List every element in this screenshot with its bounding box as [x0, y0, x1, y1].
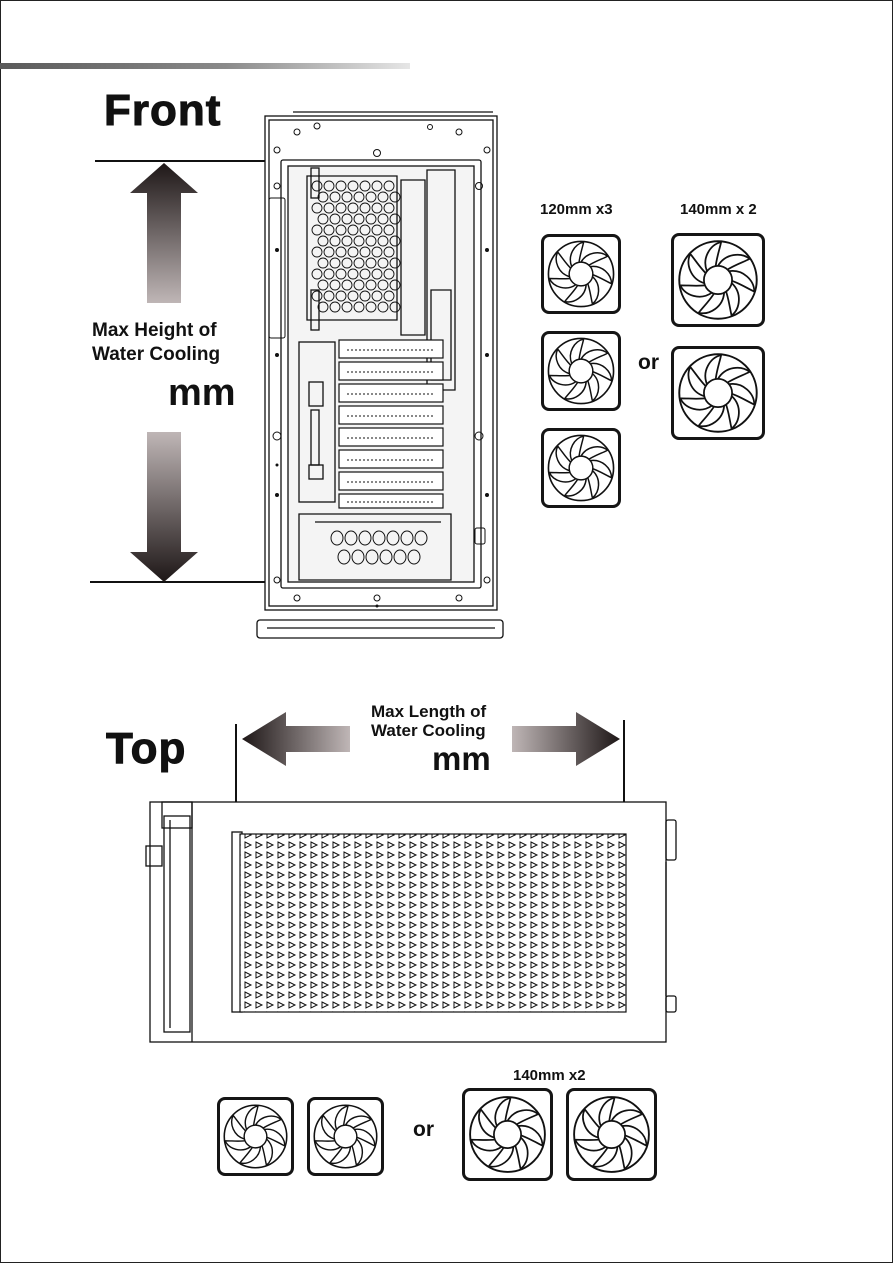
length-right-guide-line [623, 720, 625, 802]
top-section-title: Top [105, 724, 187, 774]
fan-icon [671, 233, 765, 327]
front-section-title: Front [103, 86, 222, 136]
arrow-left-icon [242, 712, 350, 766]
fan-icon [307, 1097, 384, 1176]
or-label-top: or [413, 1118, 434, 1141]
fan-icon [541, 428, 621, 508]
top-fan-option-140mm-label: 140mm x2 [513, 1067, 586, 1084]
height-label-line2: Water Cooling [92, 344, 221, 365]
length-label-line1: Max Length of [371, 702, 487, 721]
length-unit: mm [432, 740, 491, 777]
height-label-line1: Max Height of [92, 320, 217, 341]
or-label-front: or [638, 351, 659, 374]
fan-icon [541, 234, 621, 314]
arrow-down-icon [130, 432, 198, 582]
fan-icon [462, 1088, 553, 1181]
pc-case-top-view-icon [145, 801, 677, 1043]
fan-option-140mm-label: 140mm x 2 [680, 201, 757, 218]
height-bottom-guide-line [90, 581, 265, 583]
arrow-up-icon [130, 163, 198, 303]
fan-icon [671, 346, 765, 440]
fan-option-120mm-label: 120mm x3 [540, 201, 613, 218]
length-left-guide-line [235, 724, 237, 802]
fan-icon [541, 331, 621, 411]
pc-case-side-view-icon [256, 111, 504, 639]
height-top-guide-line [95, 160, 265, 162]
length-label-line2: Water Cooling [371, 721, 486, 740]
height-unit: mm [168, 372, 236, 414]
header-rule [0, 63, 410, 69]
fan-icon [566, 1088, 657, 1181]
arrow-right-icon [512, 712, 620, 766]
fan-icon [217, 1097, 294, 1176]
